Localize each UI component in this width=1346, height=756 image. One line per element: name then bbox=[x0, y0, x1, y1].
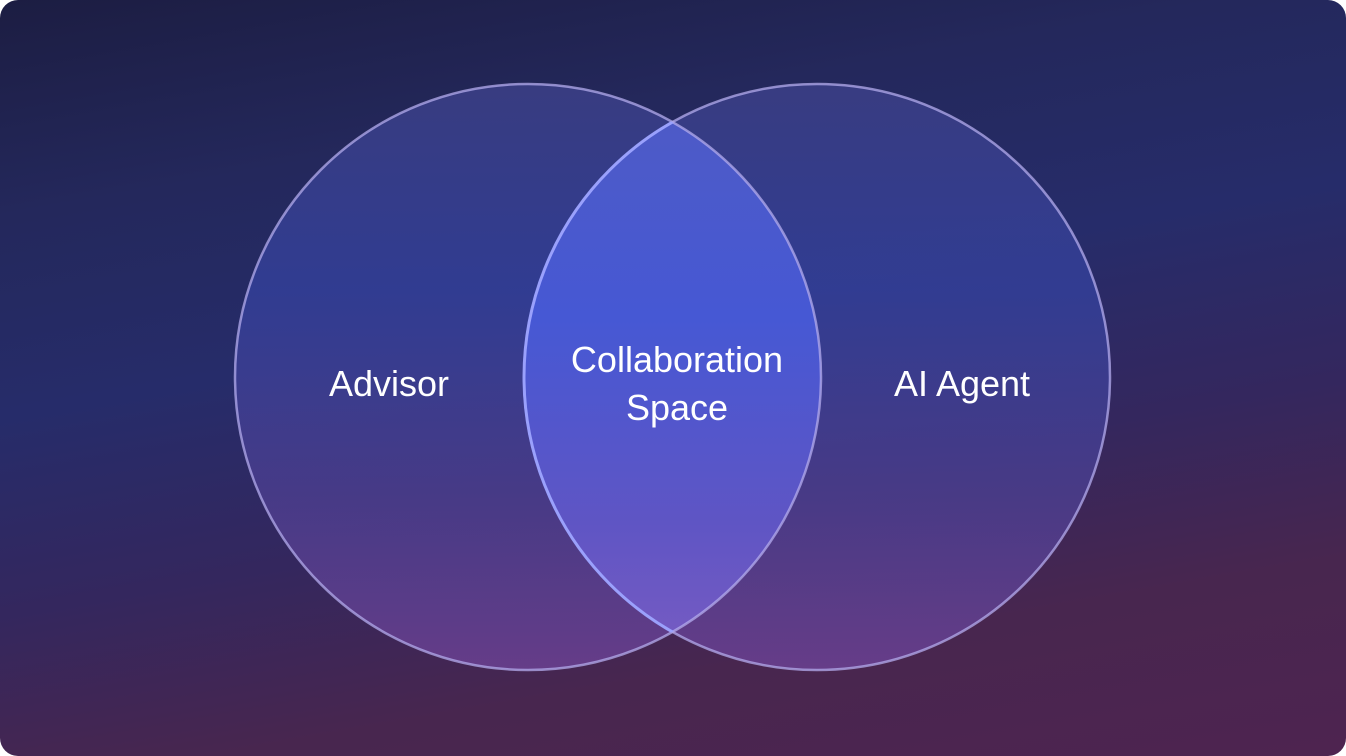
collaboration-space-label-line-1: Collaboration bbox=[571, 339, 783, 380]
advisor-label: Advisor bbox=[329, 363, 449, 404]
collaboration-space-intersection bbox=[524, 84, 821, 670]
ai-agent-label: AI Agent bbox=[894, 363, 1030, 404]
collaboration-space-label-line-2: Space bbox=[626, 387, 728, 428]
advisor-circle-outline bbox=[233, 82, 823, 672]
lens-outline-right bbox=[522, 84, 821, 670]
